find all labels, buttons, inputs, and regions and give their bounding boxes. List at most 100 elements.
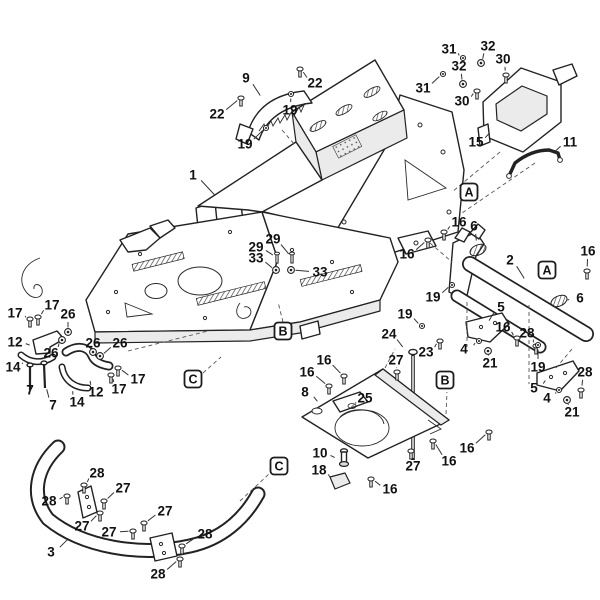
leader-line [252, 83, 261, 96]
nut-icon [287, 90, 295, 98]
callout-16: 16 [429, 438, 457, 469]
screw-icon [473, 88, 481, 100]
callout-12: 12 [7, 335, 30, 350]
leader-line [431, 76, 440, 84]
callout-6: 6 [470, 219, 478, 241]
callout-27: 27 [74, 510, 104, 534]
part-number-label: 27 [101, 525, 116, 540]
part-number-label: 23 [418, 345, 434, 360]
screw-icon [176, 556, 184, 568]
part-number-label: 6 [470, 219, 478, 234]
nut-icon [439, 70, 447, 78]
callout-28: 28 [150, 556, 184, 582]
leader-line [482, 53, 485, 59]
leader-line [415, 242, 425, 250]
part-number-label: 11 [563, 135, 578, 150]
leader-line [185, 537, 196, 545]
ref-marker-box [537, 260, 557, 280]
part-number-label: 33 [312, 265, 328, 280]
leader-line [374, 480, 381, 486]
plate-latch-detail [332, 391, 369, 413]
latch-bracket [536, 360, 580, 392]
callout-22: 22 [209, 95, 245, 122]
callout-28: 28 [577, 365, 593, 399]
leader-line [488, 312, 495, 321]
ref-marker-B: B [273, 321, 293, 341]
washer-icon [64, 328, 72, 336]
callout-30: 30 [495, 52, 511, 84]
leader-line [302, 71, 308, 78]
leader-line [434, 343, 437, 348]
panel-hole [440, 149, 446, 155]
battery-tray [477, 63, 578, 153]
deck-hole [289, 247, 295, 253]
callout-10: 10 [312, 446, 335, 461]
ref-marker-A: A [537, 260, 557, 280]
part-number-label: 17 [7, 306, 22, 321]
callout-26: 26 [85, 336, 101, 356]
ref-marker-A: A [459, 182, 479, 202]
callout-19: 19 [530, 341, 546, 375]
cover-plate-ridge [374, 368, 450, 426]
ref-marker-B: B [435, 370, 455, 390]
leader-line [107, 492, 115, 499]
part-number-label: 30 [495, 52, 510, 67]
deck-hole [329, 259, 335, 265]
leader-line [295, 269, 310, 272]
nut-icon [418, 322, 426, 330]
screw-icon [237, 95, 245, 107]
callout-27: 27 [388, 353, 404, 381]
washer-icon [287, 266, 295, 274]
leader-line [511, 331, 514, 336]
washer-icon [96, 352, 104, 360]
callout-1: 1 [189, 168, 216, 196]
part-number-label: 19 [530, 360, 545, 375]
part-number-label: 17 [111, 382, 126, 397]
callout-16: 16 [440, 215, 467, 241]
leader-line [103, 347, 112, 354]
part-number-label: 26 [60, 307, 76, 322]
ref-marker-C: C [183, 369, 203, 389]
callout-2: 2 [506, 253, 525, 279]
callout-15: 15 [468, 133, 490, 150]
nut-icon [475, 337, 483, 345]
ref-marker-box [273, 321, 293, 341]
part-number-label: 16 [441, 454, 457, 469]
seat-slot [335, 104, 353, 116]
part-number-label: 27 [74, 519, 89, 534]
frame-rear-panel [332, 94, 465, 269]
part-number-label: 15 [468, 135, 484, 150]
ref-marker-box [269, 456, 289, 476]
leader-line [200, 180, 216, 196]
callout-28: 28 [80, 466, 105, 494]
nut-icon [262, 124, 270, 132]
callout-26: 26 [96, 336, 128, 360]
callout-18: 18 [311, 463, 331, 478]
leader-line [24, 315, 27, 318]
long-screw [40, 360, 48, 389]
ref-marker-letter: C [188, 373, 197, 387]
panel-triangle-cutout [404, 159, 448, 201]
part-number-label: 22 [209, 107, 224, 122]
leader-line [265, 249, 274, 256]
callout-25: 25 [355, 391, 373, 406]
leader-line [555, 145, 561, 152]
leader-line [147, 514, 156, 522]
screw-icon [340, 373, 348, 385]
leader-line [59, 496, 63, 500]
seat-vent-grid [332, 134, 363, 159]
callout-9: 9 [242, 71, 261, 96]
part-number-label: 2 [506, 253, 514, 268]
callout-33: 33 [248, 251, 280, 274]
part-number-label: 19 [397, 307, 412, 322]
part-number-label: 27 [157, 504, 172, 519]
ref-marker-letter: A [464, 186, 473, 200]
part-number-label: 19 [282, 103, 297, 118]
part-number-label: 6 [576, 291, 584, 306]
part-number-label: 4 [543, 391, 551, 406]
rubber-buffer [469, 243, 487, 257]
washer-icon [459, 80, 467, 88]
washer-icon [563, 396, 571, 404]
